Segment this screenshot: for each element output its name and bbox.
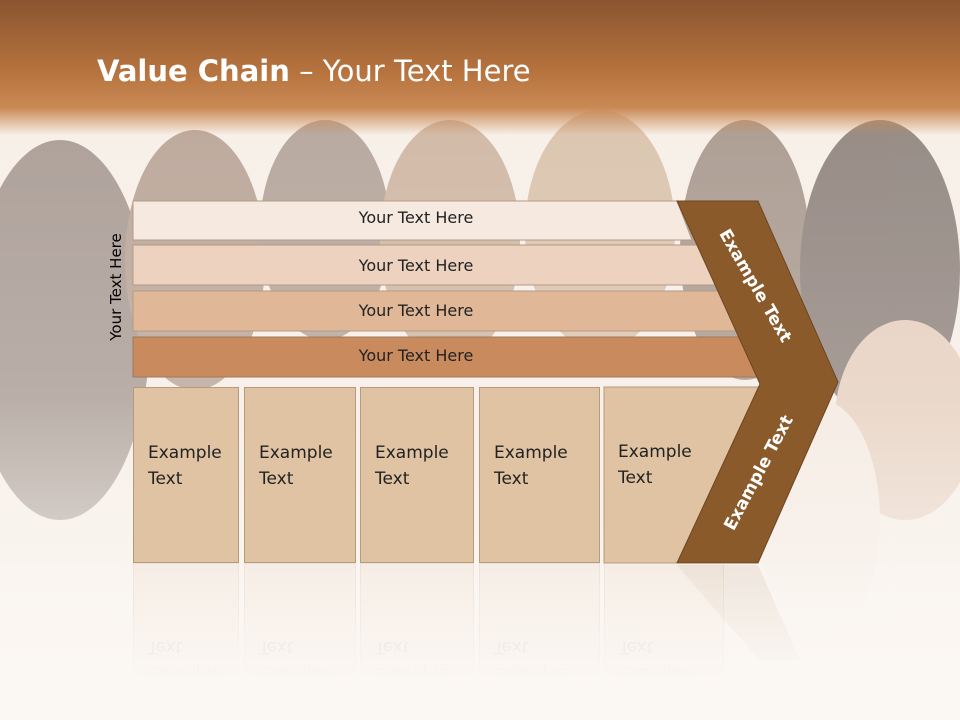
cell-5-text: Example Text [618, 442, 692, 488]
cell-5: Example Text [604, 387, 724, 563]
cell-3: Example Text [360, 387, 474, 563]
cell-4: Example Text [479, 387, 600, 563]
cell-3-text: Example Text [375, 443, 449, 489]
row-label-3: Your Text Here [358, 301, 474, 320]
cell-2: Example Text [244, 387, 356, 563]
cell-1: Example Text [133, 387, 239, 563]
row-bar-1 [132, 200, 693, 241]
slide-title: Value Chain – Your Text Here [97, 54, 531, 88]
row-label-1: Your Text Here [358, 208, 474, 227]
cells-reflection: Example Text Example Text Example Text E… [0, 563, 960, 720]
title-bold: Value Chain [97, 54, 290, 88]
row-label-4: Your Text Here [358, 346, 474, 365]
header-bar [0, 0, 960, 135]
cell-1-text: Example Text [148, 443, 222, 489]
row-label-2: Your Text Here [358, 256, 474, 275]
title-rest: – Your Text Here [289, 54, 531, 88]
reflection-fade [0, 563, 960, 720]
cell-2-text: Example Text [259, 443, 333, 489]
cell-4-text: Example Text [494, 443, 568, 489]
